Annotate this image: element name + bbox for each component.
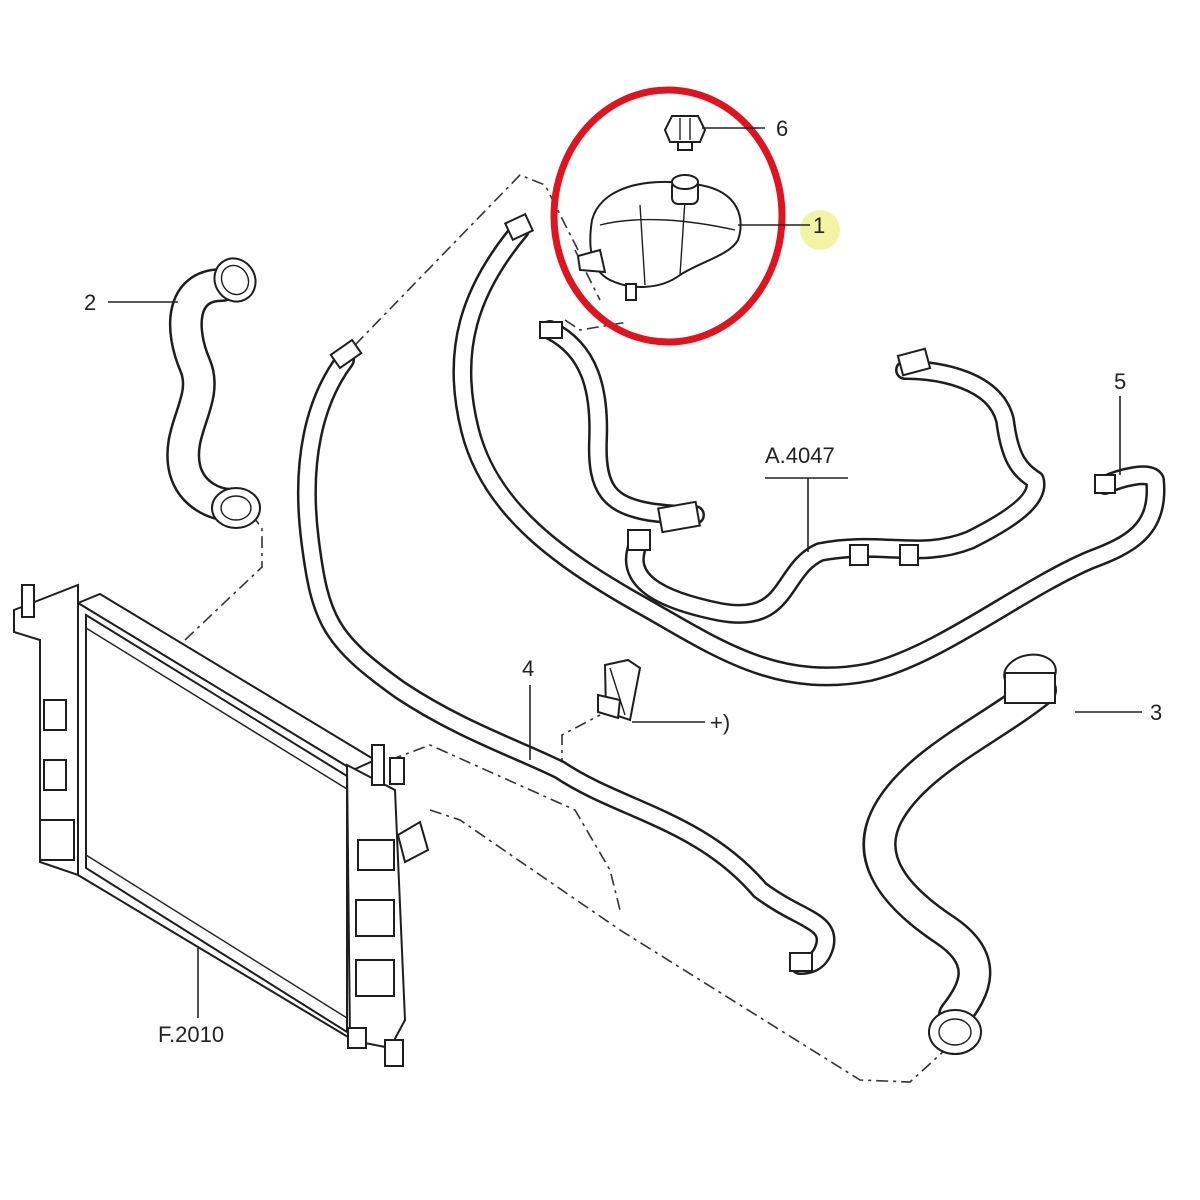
hose-3 xyxy=(862,653,1057,1055)
callout-2: 2 xyxy=(84,290,96,315)
expansion-tank-cap xyxy=(663,115,707,151)
callout-4: 4 xyxy=(522,656,534,681)
highlight-circle xyxy=(550,86,786,346)
callout-clip-note: +) xyxy=(710,710,730,735)
leader-lines xyxy=(108,127,1142,1018)
expansion-tank xyxy=(576,174,742,301)
radiator xyxy=(13,583,430,1067)
hose-assembly-a4047 xyxy=(539,320,1046,624)
hose-main-bypass xyxy=(452,212,1166,687)
hose-4 xyxy=(296,338,836,975)
bracket-clip xyxy=(597,658,642,722)
reference-lines xyxy=(184,174,946,1083)
callout-labels: 1 6 2 5 A.4047 3 4 +) F.2010 xyxy=(84,116,1162,1047)
callout-5: 5 xyxy=(1114,369,1126,394)
callout-3: 3 xyxy=(1150,700,1162,725)
callout-6: 6 xyxy=(776,116,788,141)
hose-2 xyxy=(166,257,261,529)
callout-a4047: A.4047 xyxy=(765,443,835,468)
highlight-marker xyxy=(800,210,840,250)
callout-1: 1 xyxy=(813,213,825,238)
callout-f2010: F.2010 xyxy=(158,1022,224,1047)
